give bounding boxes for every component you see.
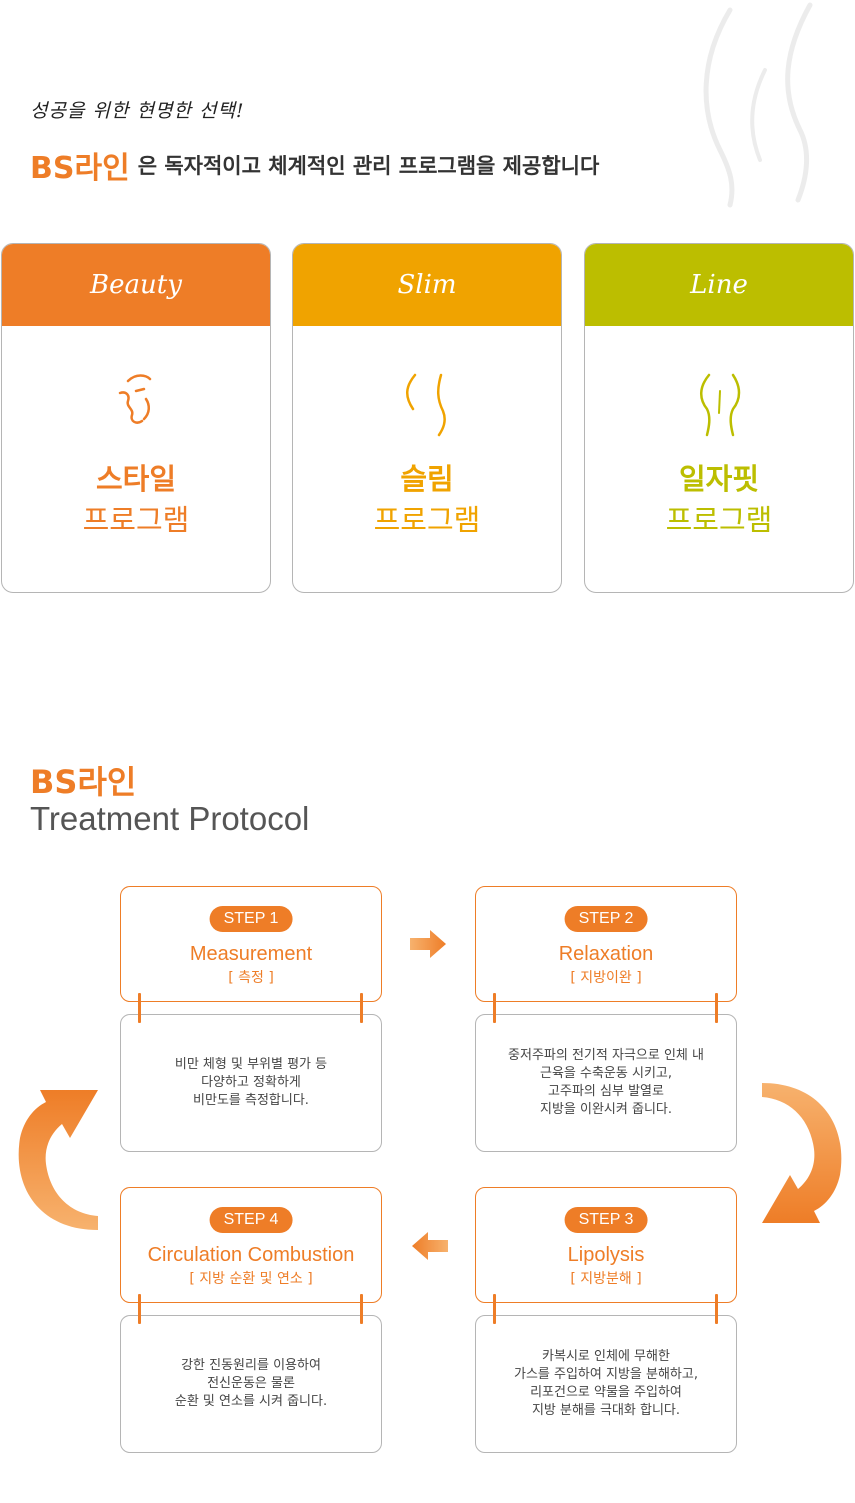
step-badge: STEP 3	[564, 1207, 648, 1233]
slogan: 성공을 위한 현명한 선택!	[30, 100, 245, 122]
binder-ring	[493, 993, 496, 1023]
description-line: 다양하고 정확하게	[201, 1075, 301, 1090]
step-3-header: STEP 3 Lipolysis [ 지방분해 ]	[475, 1187, 737, 1303]
binder-ring	[138, 1294, 141, 1324]
program-card-slim[interactable]: Slim 슬림 프로그램	[292, 243, 562, 593]
description-line: 고주파의 심부 발열로	[548, 1084, 664, 1099]
description-line: 비만도를 측정합니다.	[193, 1093, 309, 1108]
step-badge: STEP 4	[209, 1207, 293, 1233]
description-line: 근육을 수축운동 시키고,	[540, 1066, 672, 1081]
card-title-main: 스타일	[95, 462, 177, 496]
binder-ring	[715, 1294, 718, 1324]
description-line: 리포건으로 약물을 주입하여	[530, 1385, 682, 1400]
card-head-line: Line	[585, 244, 853, 326]
arrow-left-icon	[412, 1232, 448, 1260]
description-line: 지방 분해를 극대화 합니다.	[531, 1403, 681, 1418]
step-1-description: 비만 체형 및 부위별 평가 등 다양하고 정확하게 비만도를 측정합니다.	[120, 1014, 382, 1152]
step-4-description: 강한 진동원리를 이용하여 전신운동은 물론 순환 및 연소를 시켜 줍니다.	[120, 1315, 382, 1453]
card-head-slim: Slim	[293, 244, 561, 326]
step-3-description: 카복시로 인체에 무해한 가스를 주입하여 지방을 분해하고, 리포건으로 약물…	[475, 1315, 737, 1453]
step-subtitle: [ 측정 ]	[228, 970, 274, 986]
headline: BS라인 은 독자적이고 체계적인 관리 프로그램을 제공합니다	[30, 143, 599, 187]
description-line: 순환 및 연소를 시켜 줍니다.	[174, 1394, 328, 1409]
arrow-right-icon	[410, 930, 446, 958]
step-badge: STEP 2	[564, 906, 648, 932]
body-silhouette-decoration	[703, 2, 813, 208]
description-line: 지방을 이완시켜 줍니다.	[540, 1102, 672, 1117]
waist-icon	[293, 369, 561, 439]
step-subtitle: [ 지방이완 ]	[570, 970, 642, 986]
curved-arrow-up-icon	[18, 1090, 98, 1230]
protocol-title: Treatment Protocol	[30, 800, 310, 837]
binder-ring	[360, 993, 363, 1023]
step-2-header: STEP 2 Relaxation [ 지방이완 ]	[475, 886, 737, 1002]
binder-ring	[493, 1294, 496, 1324]
card-title-slim: 슬림 프로그램	[293, 459, 561, 541]
card-title-line: 일자핏 프로그램	[585, 459, 853, 541]
description-line: 강한 진동원리를 이용하여	[181, 1358, 321, 1373]
step-badge: STEP 1	[209, 906, 293, 932]
card-title-main: 일자핏	[678, 462, 760, 496]
step-subtitle: [ 지방분해 ]	[570, 1271, 642, 1287]
step-1-header: STEP 1 Measurement [ 측정 ]	[120, 886, 382, 1002]
headline-brand: BS라인	[30, 151, 130, 186]
program-card-beauty[interactable]: Beauty 스타일 프로그램	[1, 243, 271, 593]
card-title-sub: 프로그램	[373, 503, 481, 537]
card-head-beauty: Beauty	[2, 244, 270, 326]
face-profile-icon	[2, 369, 270, 439]
curved-arrow-down-icon	[762, 1083, 842, 1223]
binder-ring	[138, 993, 141, 1023]
card-title-sub: 프로그램	[82, 503, 190, 537]
binder-ring	[360, 1294, 363, 1324]
step-2-description: 중저주파의 전기적 자극으로 인체 내 근육을 수축운동 시키고, 고주파의 심…	[475, 1014, 737, 1152]
protocol-brand: BS라인	[30, 763, 137, 801]
card-title-sub: 프로그램	[665, 503, 773, 537]
binder-ring	[715, 993, 718, 1023]
step-subtitle: [ 지방 순환 및 연소 ]	[189, 1271, 313, 1287]
description-line: 중저주파의 전기적 자극으로 인체 내	[508, 1048, 704, 1063]
step-name: Relaxation	[558, 943, 654, 965]
description-line: 가스를 주입하여 지방을 분해하고,	[514, 1367, 698, 1382]
step-name: Circulation Combustion	[147, 1244, 355, 1266]
description-line: 전신운동은 물론	[207, 1376, 295, 1391]
description-line: 비만 체형 및 부위별 평가 등	[174, 1057, 328, 1072]
description-line: 카복시로 인체에 무해한	[542, 1349, 670, 1364]
legs-line-icon	[585, 369, 853, 439]
step-name: Lipolysis	[567, 1244, 645, 1266]
step-4-header: STEP 4 Circulation Combustion [ 지방 순환 및 …	[120, 1187, 382, 1303]
headline-tagline: 은 독자적이고 체계적인 관리 프로그램을 제공합니다	[137, 154, 600, 178]
card-title-main: 슬림	[400, 462, 454, 496]
program-card-line[interactable]: Line 일자핏 프로그램	[584, 243, 854, 593]
card-title-beauty: 스타일 프로그램	[2, 459, 270, 541]
step-name: Measurement	[189, 943, 313, 965]
